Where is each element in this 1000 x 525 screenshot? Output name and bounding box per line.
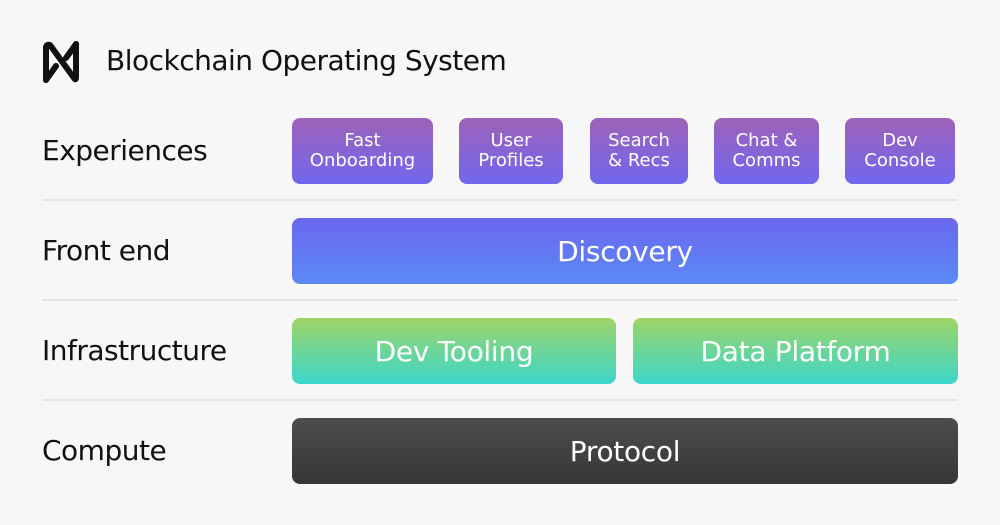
near-logo-icon xyxy=(43,41,79,83)
block-protocol: Protocol xyxy=(292,418,958,484)
block-chat-comms: Chat & Comms xyxy=(714,118,819,184)
block-discovery: Discovery xyxy=(292,218,958,284)
row-label-front-end: Front end xyxy=(42,234,170,267)
row-label-infrastructure: Infrastructure xyxy=(42,334,227,367)
row-divider xyxy=(42,399,958,401)
page-title: Blockchain Operating System xyxy=(106,44,507,77)
block-label: Dev Console xyxy=(864,130,936,171)
block-data-platform: Data Platform xyxy=(633,318,958,384)
block-search-recs: Search & Recs xyxy=(590,118,688,184)
block-label: Chat & Comms xyxy=(732,130,801,171)
block-label: Fast Onboarding xyxy=(309,130,416,171)
block-label: User Profiles xyxy=(478,130,544,171)
row-divider xyxy=(42,199,958,201)
block-dev-console: Dev Console xyxy=(845,118,955,184)
block-fast-onboarding: Fast Onboarding xyxy=(292,118,433,184)
row-divider xyxy=(42,299,958,301)
row-label-experiences: Experiences xyxy=(42,134,208,167)
row-label-compute: Compute xyxy=(42,434,167,467)
block-label: Search & Recs xyxy=(608,130,670,171)
block-dev-tooling: Dev Tooling xyxy=(292,318,616,384)
block-user-profiles: User Profiles xyxy=(459,118,563,184)
